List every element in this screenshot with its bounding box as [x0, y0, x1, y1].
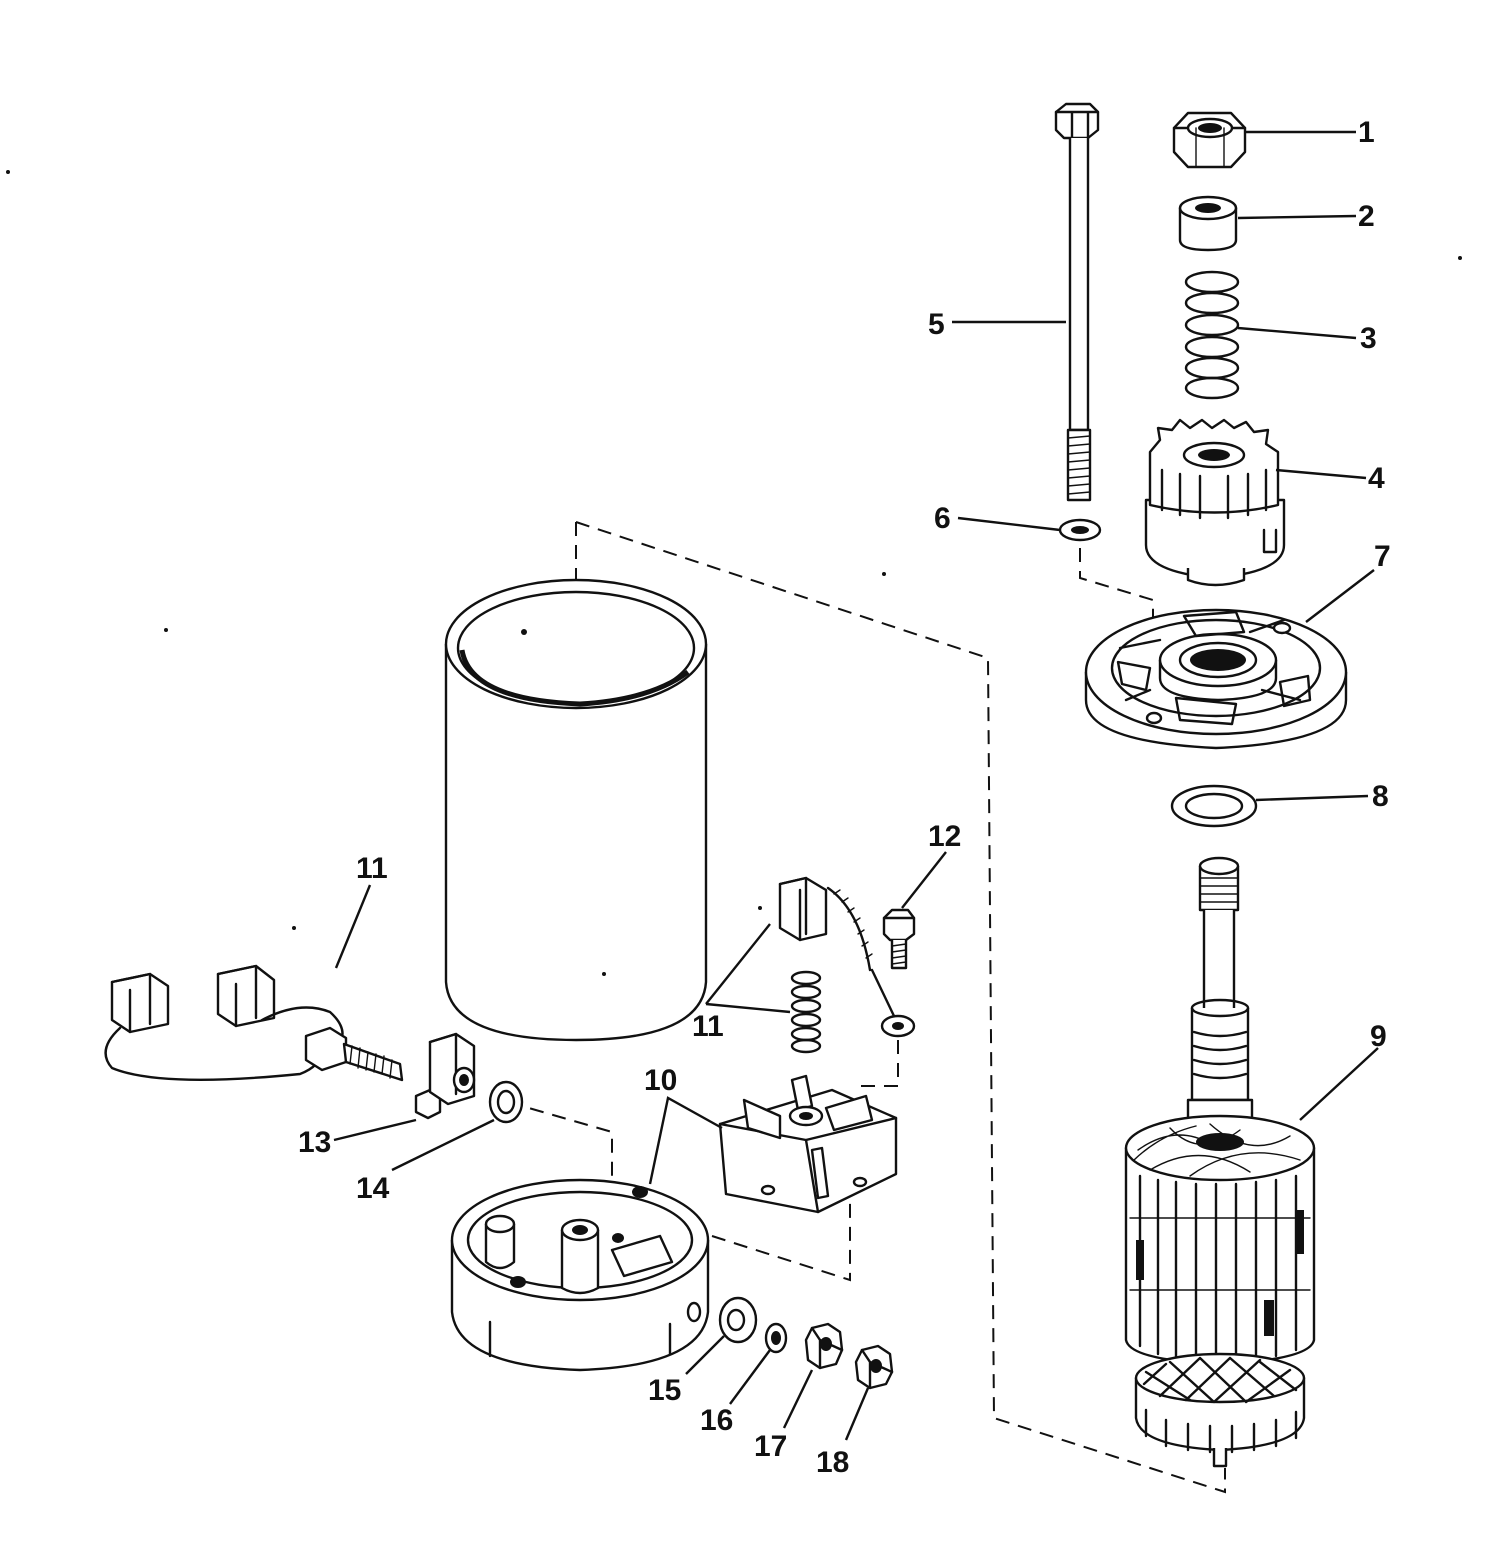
part-15-washer	[718, 1296, 758, 1344]
callout-9: 9	[1370, 1020, 1387, 1053]
part-14-washer	[488, 1080, 524, 1124]
part-13-terminal-block	[414, 1032, 476, 1120]
callout-16: 16	[700, 1404, 733, 1437]
callout-1: 1	[1358, 116, 1375, 149]
part-16-lock-washer	[764, 1322, 788, 1354]
part-12-screw	[882, 908, 916, 970]
callout-5: 5	[928, 308, 945, 341]
part-2-collar	[1178, 195, 1238, 252]
callout-4: 4	[1368, 462, 1385, 495]
leader-lines	[333, 130, 1379, 1441]
callout-11-left: 11	[356, 852, 388, 885]
part-18-nut	[854, 1344, 894, 1390]
part-1-nut	[1172, 111, 1247, 169]
callout-7: 7	[1374, 540, 1391, 573]
part-17-nut	[804, 1322, 844, 1370]
callout-13: 13	[298, 1126, 331, 1159]
callout-17: 17	[754, 1430, 787, 1463]
callout-12: 12	[928, 820, 961, 853]
part-6-lock-washer	[1058, 518, 1102, 542]
part-3-spring	[1184, 270, 1240, 400]
scan-specks	[6, 170, 1462, 930]
part-4-drive-pinion	[1144, 418, 1286, 587]
part-9-armature	[1124, 856, 1316, 1468]
callout-labels: 1 2 3 4 5 6 7 8 9 10 11 11 12 13 14 15 1…	[298, 116, 1391, 1479]
part-11-brush-set-left	[104, 964, 404, 1082]
callout-2: 2	[1358, 200, 1375, 233]
commutator-end-cap	[450, 1178, 710, 1372]
callout-3: 3	[1360, 322, 1377, 355]
part-7-drive-end-head	[1084, 608, 1348, 750]
callout-18: 18	[816, 1446, 849, 1479]
part-11-brush-and-spring	[778, 876, 916, 1054]
part-10-brush-holder	[718, 1074, 898, 1214]
callout-14: 14	[356, 1172, 390, 1205]
part-5-through-bolt	[1054, 102, 1100, 502]
callout-8: 8	[1372, 780, 1389, 813]
callout-11-right: 11	[692, 1010, 724, 1043]
frame-housing	[444, 578, 708, 1042]
callout-15: 15	[648, 1374, 681, 1407]
callout-10: 10	[644, 1064, 677, 1097]
callout-6: 6	[934, 502, 951, 535]
part-8-thrust-washer	[1170, 784, 1258, 828]
